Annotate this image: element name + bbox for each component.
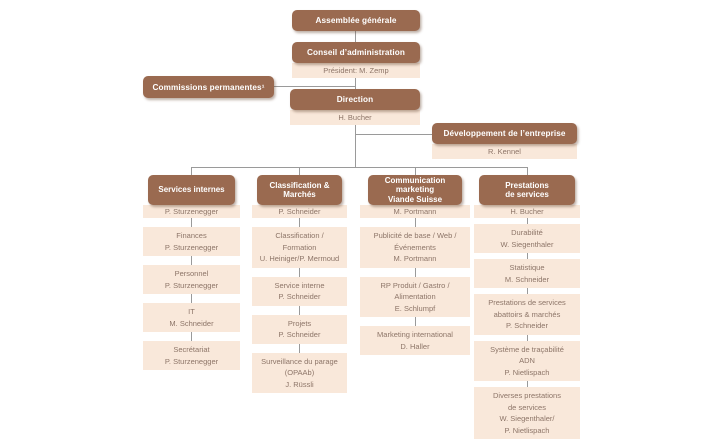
connector-line — [191, 167, 527, 168]
connector-line — [274, 86, 356, 87]
connector-stub — [299, 167, 300, 175]
connector-stub — [414, 218, 416, 227]
org-column-header: Communication marketing Viande Suisse — [368, 175, 462, 205]
connector-line — [355, 31, 356, 42]
box-direction-subtitle: H. Bucher — [290, 110, 420, 125]
connector-stub — [191, 256, 192, 265]
org-item: Statistique M. Schneider — [474, 259, 580, 288]
org-column-header: Services internes — [148, 175, 235, 205]
box-developpement-entreprise: Développement de l’entreprise — [432, 123, 577, 144]
connector-line — [355, 125, 356, 167]
org-item: RP Produit / Gastro / Alimentation E. Sc… — [360, 276, 470, 317]
connector-stub — [526, 288, 528, 294]
org-column-services-internes: Services internes P. Sturzenegger Financ… — [143, 175, 240, 370]
org-item: Service interne P. Schneider — [252, 276, 347, 306]
connector-stub — [299, 343, 300, 353]
box-conseil-subtitle: Président: M. Zemp — [292, 63, 420, 78]
org-item: Prestations de services abattoirs & marc… — [474, 294, 580, 335]
org-item: Secrétariat P. Sturzenegger — [143, 341, 240, 370]
connector-stub — [415, 167, 416, 175]
box-developpement-subtitle: R. Kennel — [432, 144, 577, 159]
org-item: Diverses prestations de services W. Sieg… — [474, 387, 580, 439]
org-column-prestations-services: Prestations de services H. Bucher Durabi… — [474, 175, 580, 439]
org-column-header: Classification & Marchés — [257, 175, 342, 205]
box-conseil-administration: Conseil d’administration — [292, 42, 420, 63]
connector-stub — [299, 267, 300, 277]
org-item: Publicité de base / Web / Événements M. … — [360, 227, 470, 268]
connector-stub — [191, 332, 192, 341]
org-item: Système de traçabilité ADN P. Nietlispac… — [474, 340, 580, 381]
connector-stub — [526, 253, 528, 259]
org-item: Durabilité W. Siegenthaler — [474, 224, 580, 253]
org-item: Surveillance du parage (OPAAb) J. Rüssli — [252, 352, 347, 393]
org-item: Personnel P. Sturzenegger — [143, 265, 240, 294]
org-column-head-name: H. Bucher — [474, 205, 580, 218]
connector-stub — [527, 167, 528, 175]
connector-stub — [299, 305, 300, 315]
connector-stub — [414, 317, 416, 326]
org-item: Finances P. Sturzenegger — [143, 227, 240, 256]
org-item: Projets P. Schneider — [252, 314, 347, 344]
connector-stub — [299, 218, 300, 227]
box-assemblee-generale: Assemblée générale — [292, 10, 420, 31]
connector-stub — [526, 334, 528, 341]
org-column-head-name: M. Portmann — [360, 205, 470, 218]
connector-stub — [526, 218, 528, 224]
connector-stub — [191, 218, 192, 227]
box-direction: Direction — [290, 89, 420, 110]
org-item: Marketing international D. Haller — [360, 326, 470, 355]
connector-line — [356, 134, 432, 135]
connector-stub — [414, 267, 416, 277]
org-column-head-name: P. Sturzenegger — [143, 205, 240, 218]
org-column-communication-marketing: Communication marketing Viande Suisse M.… — [360, 175, 470, 355]
org-item: IT M. Schneider — [143, 303, 240, 332]
box-commissions-permanentes: Commissions permanentes¹ — [143, 76, 274, 98]
connector-stub — [526, 381, 528, 387]
connector-stub — [191, 294, 192, 303]
org-column-header: Prestations de services — [479, 175, 575, 205]
connector-line — [355, 78, 356, 90]
connector-stub — [191, 167, 192, 175]
org-item: Classification / Formation U. Heiniger/P… — [252, 227, 347, 268]
org-column-head-name: P. Schneider — [252, 205, 347, 218]
org-column-classification-marches: Classification & Marchés P. Schneider Cl… — [252, 175, 347, 393]
